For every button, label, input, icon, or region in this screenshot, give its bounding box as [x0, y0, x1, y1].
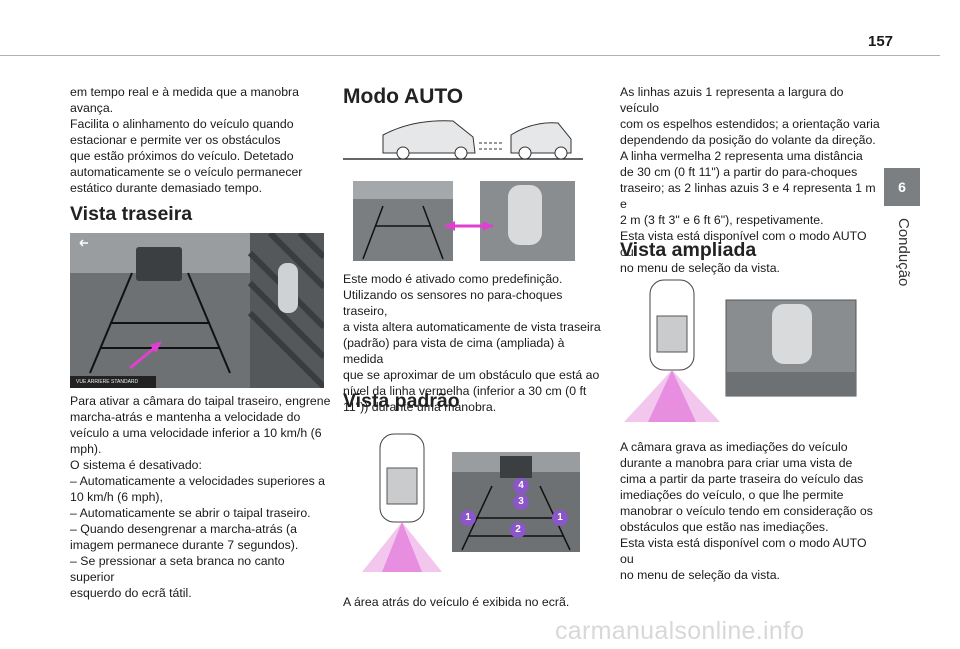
- text-line: que estão próximos do veículo. Detetado: [70, 149, 294, 163]
- chapter-tab[interactable]: 6: [884, 168, 920, 206]
- standard-view-illustration: [362, 433, 580, 572]
- text-line: – Automaticamente a velocidades superior…: [70, 474, 325, 488]
- chapter-label: Condução: [894, 218, 914, 338]
- text-line: 10 km/h (6 mph),: [70, 490, 163, 504]
- text-line: (padrão) para vista de cima (ampliada) à…: [343, 336, 565, 366]
- marker-1-left: 1: [460, 510, 476, 526]
- heading-vista-traseira: Vista traseira: [70, 203, 193, 225]
- text-line: Esta vista está disponível com o modo AU…: [620, 229, 867, 259]
- text-line: estacionar e permite ver os obstáculos: [70, 133, 281, 147]
- text-line: – Automaticamente se abrir o taipal tras…: [70, 506, 311, 520]
- text-line: Utilizando os sensores no para-choques t…: [343, 288, 563, 318]
- heading-modo-auto: Modo AUTO: [343, 85, 464, 108]
- text-line: estático durante demasiado tempo.: [70, 181, 263, 195]
- col1-intro: em tempo real e à medida que a manobra a…: [70, 84, 332, 196]
- text-line: – Se pressionar a seta branca no canto s…: [70, 554, 285, 584]
- enlarged-view-diagram: [622, 276, 860, 424]
- text-line: cima a partir da parte traseira do veícu…: [620, 472, 864, 486]
- marker-4: 4: [513, 478, 529, 494]
- col3-ampliada-body: A câmara grava as imediações do veículo …: [620, 439, 882, 583]
- page-number: 157: [868, 33, 894, 50]
- marker-2: 2: [510, 522, 526, 538]
- text-line: Esta vista está disponível com o modo AU…: [620, 536, 867, 566]
- text-line: obstáculos que estão nas imediações.: [620, 520, 829, 534]
- text-line: marcha-atrás e mantenha a velocidade do: [70, 410, 301, 424]
- camera-view-label: VUE ARRIERE STANDARD: [70, 376, 156, 388]
- cars-illustration: [343, 120, 583, 160]
- text-line: 11")) durante uma manobra.: [343, 400, 497, 414]
- marker-1-right: 1: [552, 510, 568, 526]
- col3-body: As linhas azuis 1 representa a largura d…: [620, 84, 882, 276]
- padrao-caption: A área atrás do veículo é exibida no ecr…: [343, 595, 570, 609]
- text-line: Este modo é ativado como predefinição.: [343, 272, 563, 286]
- text-line: com os espelhos estendidos; a orientação…: [620, 117, 880, 131]
- text-line: em tempo real e à medida que a manobra: [70, 85, 299, 99]
- text-line: A linha vermelha 2 representa uma distân…: [620, 149, 863, 163]
- auto-mode-screens: [353, 181, 575, 261]
- text-line: mph).: [70, 442, 102, 456]
- standard-view-diagram: 4 3 1 2 1: [360, 428, 580, 578]
- text-line: O sistema é desativado:: [70, 458, 202, 472]
- rear-camera-image: VUE ARRIERE STANDARD: [70, 233, 324, 388]
- text-line: no menu de seleção da vista.: [620, 568, 780, 582]
- heading-vista-padrao: Vista padrão: [343, 390, 460, 412]
- text-line: A câmara grava as imediações do veículo: [620, 440, 848, 454]
- chapter-label-text: Condução: [895, 218, 912, 287]
- text-line: automaticamente se o veículo permanecer: [70, 165, 303, 179]
- text-line: a vista altera automaticamente de vista …: [343, 320, 601, 334]
- text-line: 2 m (3 ft 3" e 6 ft 6"), respetivamente.: [620, 213, 824, 227]
- auto-mode-diagram: [343, 113, 583, 165]
- text-line: traseiro; as 2 linhas azuis 3 e 4 repres…: [620, 181, 876, 211]
- text-line: esquerdo do ecrã tátil.: [70, 586, 192, 600]
- watermark[interactable]: carmanualsonline.info: [555, 617, 805, 645]
- marker-3: 3: [513, 494, 529, 510]
- text-line: no menu de seleção da vista.: [620, 261, 780, 275]
- text-line: avança.: [70, 101, 114, 115]
- col1-body: Para ativar a câmara do taipal traseiro,…: [70, 393, 332, 601]
- text-line: Facilita o alinhamento do veículo quando: [70, 117, 294, 131]
- auto-screens-illustration: [353, 181, 575, 261]
- text-line: imagem permanece durante 7 segundos).: [70, 538, 299, 552]
- text-line: manobrar o veículo tendo em consideração…: [620, 504, 873, 518]
- text-line: dependendo da posição do volante da dire…: [620, 133, 876, 147]
- text-line: veículo a uma velocidade inferior a 10 k…: [70, 426, 322, 440]
- text-line: nível da linha vermelha (inferior a 30 c…: [343, 384, 587, 398]
- header-divider: [0, 55, 940, 56]
- text-line: durante a manobra para criar uma vista d…: [620, 456, 853, 470]
- heading-vista-ampliada: Vista ampliada: [620, 239, 757, 261]
- text-line: As linhas azuis 1 representa a largura d…: [620, 85, 844, 115]
- text-line: de 30 cm (0 ft 11") a partir do para-cho…: [620, 165, 858, 179]
- rear-camera-illustration: [70, 233, 324, 388]
- text-line: – Quando desengrenar a marcha-atrás (a: [70, 522, 297, 536]
- col2-auto-body: Este modo é ativado como predefinição. U…: [343, 271, 605, 415]
- enlarged-view-illustration: [624, 279, 857, 422]
- text-line: Para ativar a câmara do taipal traseiro,…: [70, 394, 331, 408]
- text-line: que se aproximar de um obstáculo que est…: [343, 368, 600, 382]
- text-line: imediações do veículo, o que lhe permite: [620, 488, 844, 502]
